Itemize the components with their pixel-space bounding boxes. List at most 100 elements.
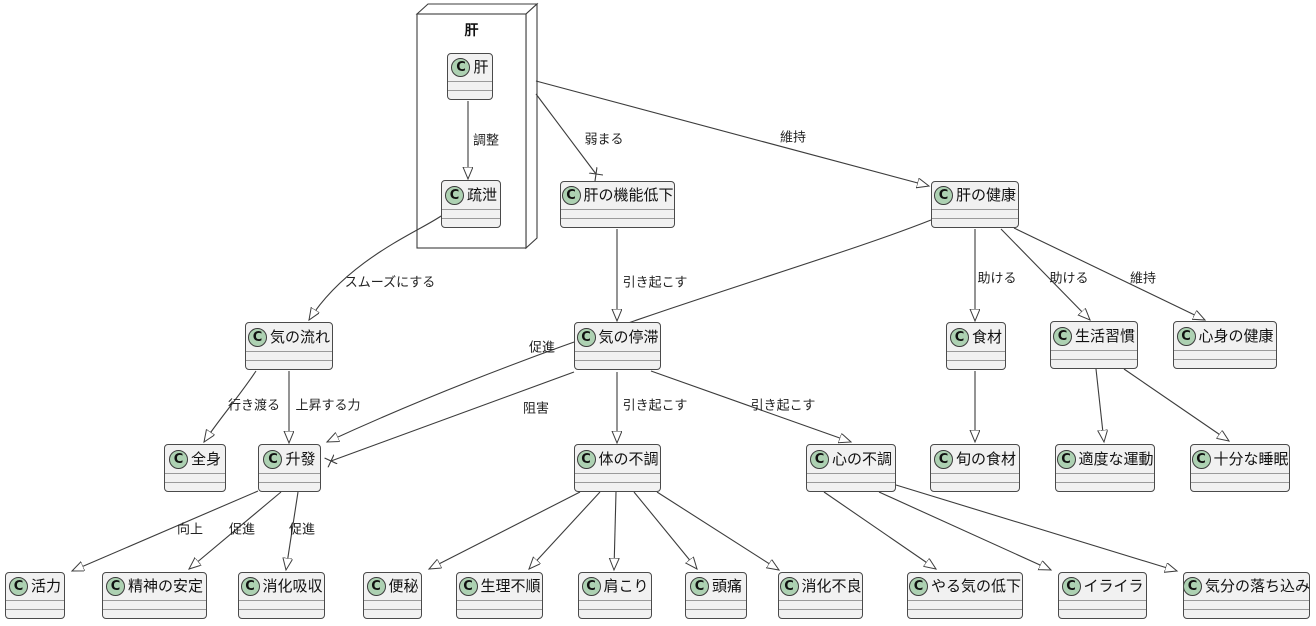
class-compartment [457,609,542,618]
edge-体の不調-生理不順 [529,491,601,569]
edge-疏泄-気の流れ [309,215,442,320]
edge-升發-消化吸収 [286,491,299,570]
edge-升發-活力 [72,490,259,571]
class-name: 生理不順 [480,577,541,595]
class-name: 升發 [285,449,316,468]
class-compartment [686,609,746,618]
package-title: 肝 [464,23,479,39]
class-name: 消化不良 [801,577,862,595]
class-compartment [1191,482,1289,491]
class-name: やる気の低下 [931,577,1022,595]
edge-label: 引き起こす [623,399,688,414]
class-circle-icon: C [1056,449,1076,469]
class-name: 生活習慣 [1075,326,1136,345]
class-compartment [1191,473,1289,482]
class-compartment [932,209,1018,218]
class-name: 肝 [473,58,489,76]
class-compartment [165,482,225,491]
class-circle-icon: C [9,577,28,596]
class-compartment [932,218,1018,227]
class-compartment [575,482,660,491]
class-circle-icon: C [263,449,283,469]
class-circle-icon: C [934,449,953,469]
class-compartment [908,609,1022,618]
edge-label: 促進 [289,523,315,538]
class-name: 肩こり [603,577,649,595]
class-compartment [908,600,1022,609]
class-compartment [1184,600,1309,609]
class-compartment [1056,482,1154,491]
class-compartment [575,351,660,360]
edge-label: 維持 [1130,272,1156,287]
class-circle-icon: C [1184,577,1202,596]
edge-気の停滞-心の不調 [650,370,851,442]
class-compartment [575,473,660,482]
class-circle-icon: C [248,327,267,347]
class-compartment [779,600,862,609]
class-compartment [1056,473,1154,482]
class-circle-icon: C [106,577,125,596]
class-circle-icon: C [366,577,386,596]
class-compartment [686,600,746,609]
class-name: 活力 [31,577,62,595]
class-compartment [239,609,324,618]
class-circle-icon: C [934,186,953,205]
class-name: 肝の健康 [956,186,1017,204]
edge-label: 促進 [529,341,555,356]
edge-label: 助ける [977,272,1016,287]
class-name: 食材 [972,327,1003,346]
class-compartment [561,209,674,218]
class-compartment [442,209,500,218]
class-compartment [1059,609,1146,618]
edge-肝の健康-心身の健康 [1013,227,1205,320]
class-compartment [561,218,674,227]
class-name: 気分の落ち込み [1205,577,1309,595]
edge-label: 向上 [177,522,203,538]
class-compartment [364,600,421,609]
edge-肝-肝の健康 [535,80,929,186]
class-compartment [807,473,895,482]
class-name: 体の不調 [598,449,659,468]
class-name: 旬の食材 [956,449,1017,468]
class-circle-icon: C [1053,326,1072,346]
edge-体の不調-肩こり [614,491,616,570]
class-circle-icon: C [1061,577,1081,596]
edge-label: 弱まる [584,133,623,148]
class-compartment [165,473,225,482]
class-circle-icon: C [458,577,478,596]
class-circle-icon: C [576,449,596,469]
class-circle-icon: C [561,186,581,205]
class-compartment [1184,609,1309,618]
class-compartment [6,609,64,618]
edge-label: スムーズにする [345,275,435,291]
class-compartment [947,351,1005,360]
class-circle-icon: C [445,185,464,205]
class-compartment [1059,600,1146,609]
